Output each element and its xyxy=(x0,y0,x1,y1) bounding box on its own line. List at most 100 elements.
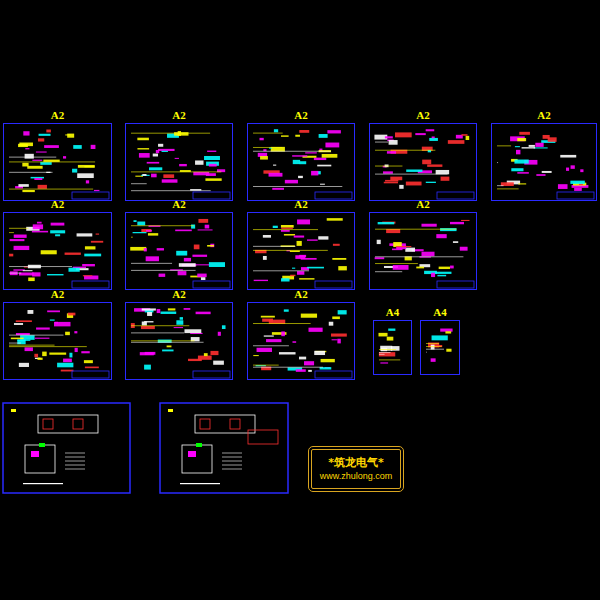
drawing-mark xyxy=(205,225,210,229)
drawing-mark xyxy=(333,244,340,246)
title-block xyxy=(193,192,230,199)
drawing-mark xyxy=(75,348,78,352)
drawing-mark xyxy=(422,160,431,165)
drawing-mark xyxy=(378,222,395,224)
drawing-mark xyxy=(297,241,302,246)
drawing-mark xyxy=(279,352,296,354)
drawing-mark xyxy=(338,310,347,314)
title-block xyxy=(437,281,474,288)
drawing-mark xyxy=(133,220,136,222)
drawing-mark xyxy=(385,180,398,182)
wire-line xyxy=(131,342,204,343)
drawing-mark xyxy=(210,351,218,355)
drawing-mark xyxy=(72,169,77,173)
drawing-mark xyxy=(137,148,149,149)
drawing-mark xyxy=(91,145,96,149)
drawing-mark xyxy=(263,256,267,260)
drawing-mark xyxy=(534,147,548,148)
drawing-sheet: A2 xyxy=(369,212,477,290)
drawing-mark xyxy=(206,162,219,166)
drawing-mark xyxy=(281,331,285,336)
wire-line xyxy=(9,228,29,229)
drawing-mark xyxy=(81,351,89,353)
drawing-mark xyxy=(133,232,147,233)
drawing-mark xyxy=(273,226,278,228)
drawing-mark xyxy=(68,268,79,272)
drawing-mark xyxy=(77,173,94,178)
drawing-mark xyxy=(37,222,42,224)
drawing-mark xyxy=(300,161,307,164)
wire-line xyxy=(9,343,21,344)
drawing-mark xyxy=(331,333,347,336)
drawing-mark xyxy=(46,130,51,133)
drawing-mark xyxy=(55,234,60,236)
drawing-mark xyxy=(389,140,398,145)
drawing-mark xyxy=(298,176,303,178)
drawing-mark xyxy=(383,171,393,173)
drawing-mark xyxy=(446,349,451,352)
drawing-mark xyxy=(393,265,409,270)
drawing-mark xyxy=(380,362,388,363)
wire-line xyxy=(375,256,463,257)
drawing-mark xyxy=(415,133,425,135)
drawing-sheet: A2 xyxy=(369,123,477,201)
drawing-mark xyxy=(285,180,298,184)
drawing-mark xyxy=(435,272,451,274)
drawing-mark xyxy=(311,171,318,176)
drawing-mark xyxy=(147,312,152,316)
wire-line xyxy=(253,133,283,134)
drawing-mark xyxy=(168,308,175,310)
drawing-mark xyxy=(421,252,434,256)
drawing-mark xyxy=(178,271,187,275)
drawing-mark xyxy=(273,165,276,166)
drawing-mark xyxy=(254,280,268,281)
drawing-mark xyxy=(82,264,95,266)
title-block xyxy=(315,281,352,288)
wire-line xyxy=(9,157,56,158)
drawing-mark xyxy=(94,190,99,191)
drawing-mark xyxy=(84,360,93,363)
drawing-mark xyxy=(175,158,179,159)
sheet-size-label: A2 xyxy=(126,109,232,121)
drawing-mark xyxy=(158,144,163,147)
drawing-mark xyxy=(517,138,526,141)
drawing-mark xyxy=(22,190,34,192)
drawing-mark xyxy=(184,329,201,333)
drawing-mark xyxy=(28,277,34,281)
wire-line xyxy=(253,323,311,324)
watermark-url: www.zhulong.com xyxy=(320,470,393,483)
drawing-mark xyxy=(253,355,259,356)
drawing-mark xyxy=(196,264,209,265)
drawing-mark xyxy=(162,179,178,182)
drawing-mark xyxy=(174,132,188,135)
drawing-sheet: A2 xyxy=(125,123,233,201)
drawing-mark xyxy=(269,173,283,177)
drawing-mark xyxy=(73,145,82,149)
drawing-mark xyxy=(137,138,149,141)
drawing-mark xyxy=(151,174,157,178)
wire-line xyxy=(253,186,342,187)
drawing-mark xyxy=(318,236,328,239)
wire-line xyxy=(379,352,391,353)
drawing-mark xyxy=(387,151,396,154)
sheet-content xyxy=(131,131,230,199)
drawing-mark xyxy=(65,134,70,135)
title-block xyxy=(315,192,352,199)
drawing-mark xyxy=(198,229,213,230)
drawing-mark xyxy=(222,325,226,329)
drawing-mark xyxy=(63,156,66,158)
drawing-mark xyxy=(332,339,338,340)
drawing-mark xyxy=(535,143,543,147)
drawing-mark xyxy=(450,266,454,269)
drawing-mark xyxy=(34,178,42,180)
drawing-mark xyxy=(142,308,156,310)
wire-line xyxy=(426,346,442,347)
drawing-mark xyxy=(47,274,63,275)
drawing-mark xyxy=(386,229,400,233)
drawing-mark xyxy=(294,236,304,238)
wire-line xyxy=(9,273,21,274)
drawing-mark xyxy=(84,254,101,257)
drawing-mark xyxy=(40,162,51,165)
drawing-mark xyxy=(153,154,158,157)
